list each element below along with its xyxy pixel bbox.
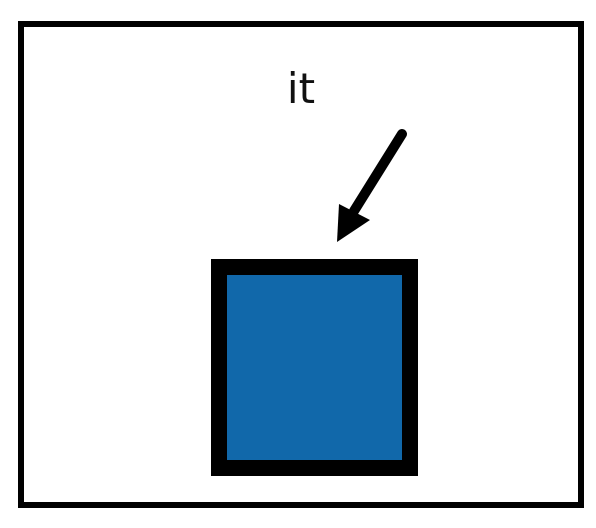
diagram-label: it: [286, 64, 316, 113]
diagram-frame: it: [18, 21, 584, 508]
arrow-down-left-icon: [337, 129, 407, 242]
blue-square: [211, 259, 418, 476]
